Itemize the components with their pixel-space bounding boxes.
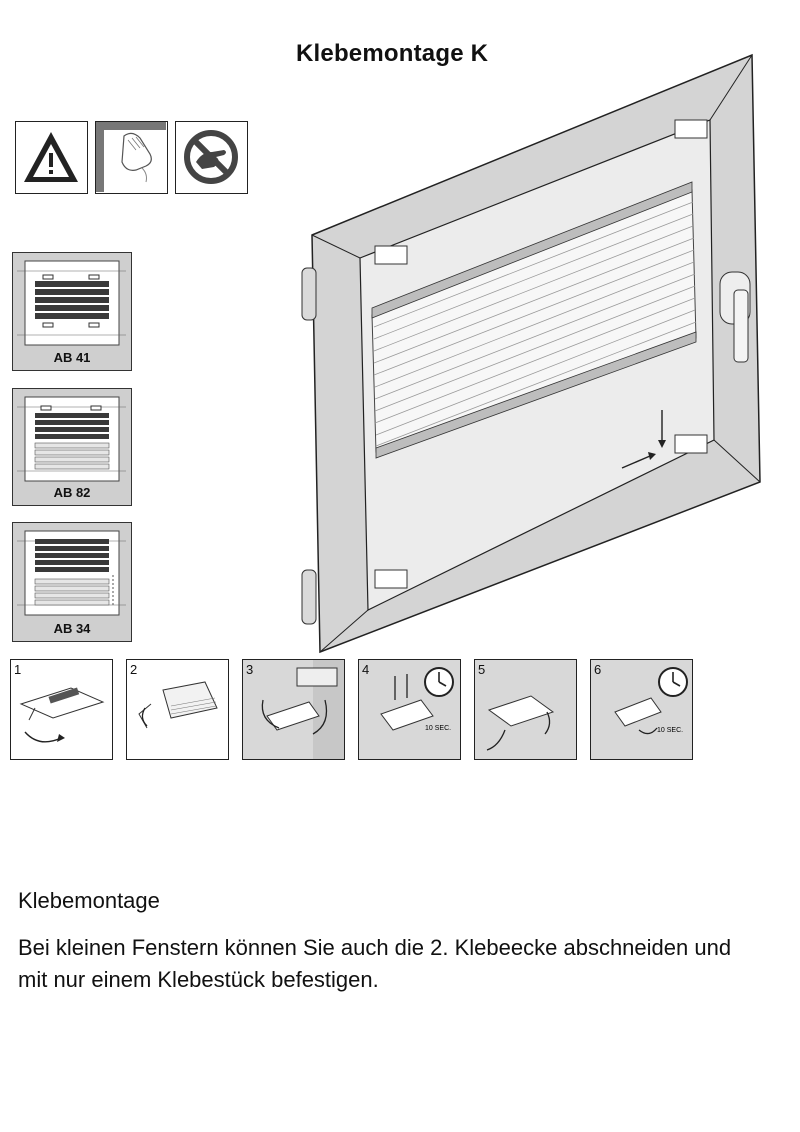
no-touch-icon (175, 121, 248, 194)
model-panel-ab82: AB 82 (12, 388, 132, 506)
model-label: AB 41 (53, 350, 91, 365)
step-panel: 2 (126, 659, 229, 760)
step-number: 4 (362, 662, 370, 677)
step-panel: 1 (10, 659, 113, 760)
model-label: AB 82 (53, 485, 91, 500)
step-number: 2 (130, 662, 138, 677)
step-panel: 3 (242, 659, 345, 760)
step-number: 5 (478, 662, 486, 677)
step-panel: 5 (474, 659, 577, 760)
step-panel: 4 10 SEC. (358, 659, 461, 760)
step-timer: 10 SEC. (425, 725, 451, 732)
step-number: 1 (14, 662, 22, 677)
section-text: Bei kleinen Fenstern können Sie auch die… (18, 935, 732, 992)
section-heading: Klebemontage (18, 888, 160, 913)
step-sequence: 1 2 3 4 (10, 659, 693, 761)
model-panel-ab41: AB 41 (12, 252, 132, 371)
model-panel-ab34: AB 34 (12, 522, 132, 642)
page-title: Klebemontage K (296, 40, 489, 67)
instruction-icons (15, 121, 250, 195)
warning-triangle-icon (15, 121, 88, 194)
step-timer: 10 SEC. (657, 727, 683, 734)
step-number: 3 (246, 662, 254, 677)
step-panel: 6 10 SEC. (590, 659, 693, 760)
step-number: 6 (594, 662, 602, 677)
model-label: AB 34 (53, 621, 91, 636)
window-illustration (290, 50, 790, 660)
wipe-surface-icon (95, 121, 168, 194)
